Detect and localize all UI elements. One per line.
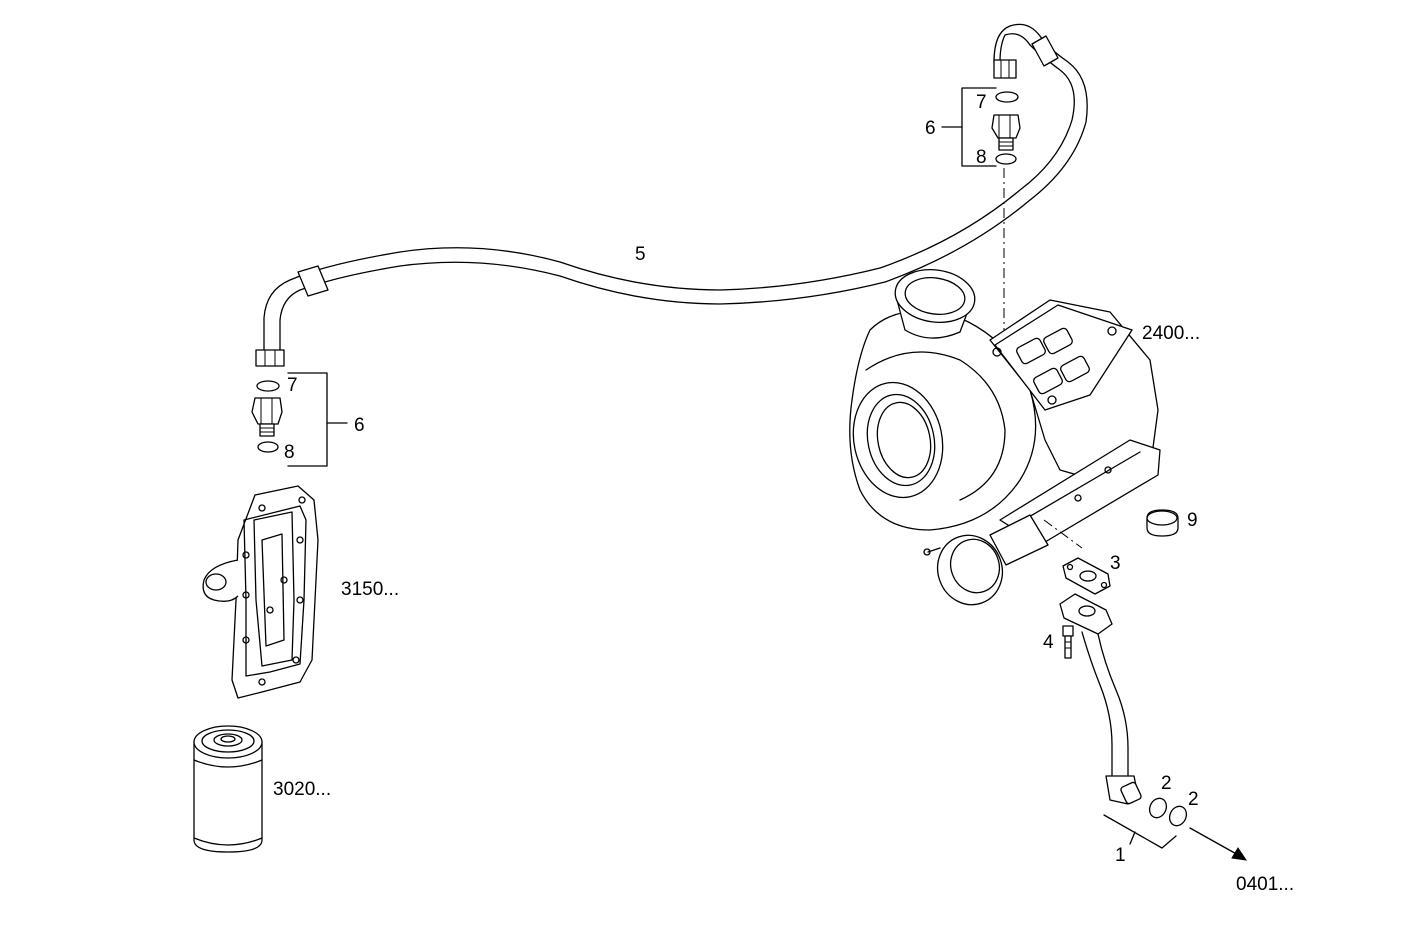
callout-labels: 5 7 6 8 7 6 8 2400... 9 3 4 2 2 1 0401..… — [273, 92, 1294, 895]
oil-filter — [193, 725, 263, 853]
callout-7-left: 7 — [287, 375, 298, 396]
callout-5: 5 — [635, 244, 646, 265]
filter-head-cover — [202, 485, 319, 699]
oil-feed-pipe — [255, 23, 1088, 367]
ref-filter-head-cover: 3150... — [341, 579, 399, 600]
callout-6-left: 6 — [354, 415, 365, 436]
callout-2a: 2 — [1161, 773, 1172, 794]
callout-9: 9 — [1187, 510, 1198, 531]
gasket — [1043, 519, 1111, 595]
callout-4: 4 — [1043, 632, 1054, 653]
callout-1: 1 — [1115, 845, 1126, 866]
callout-2b: 2 — [1188, 789, 1199, 810]
ref-drain: 0401... — [1236, 874, 1294, 895]
callout-8-top: 8 — [976, 147, 987, 168]
callout-3: 3 — [1110, 553, 1121, 574]
left-adapter-group — [251, 372, 348, 467]
top-adapter-group — [941, 87, 1021, 345]
turbocharger — [849, 269, 1161, 606]
callout-6-top: 6 — [925, 118, 936, 139]
callout-8-left: 8 — [284, 442, 295, 463]
screw — [1062, 625, 1074, 659]
plug — [1146, 509, 1179, 537]
oil-drain-pipe — [1059, 593, 1248, 861]
callout-7-top: 7 — [976, 92, 987, 113]
ref-turbocharger: 2400... — [1142, 323, 1200, 344]
ref-oil-filter: 3020... — [273, 779, 331, 800]
